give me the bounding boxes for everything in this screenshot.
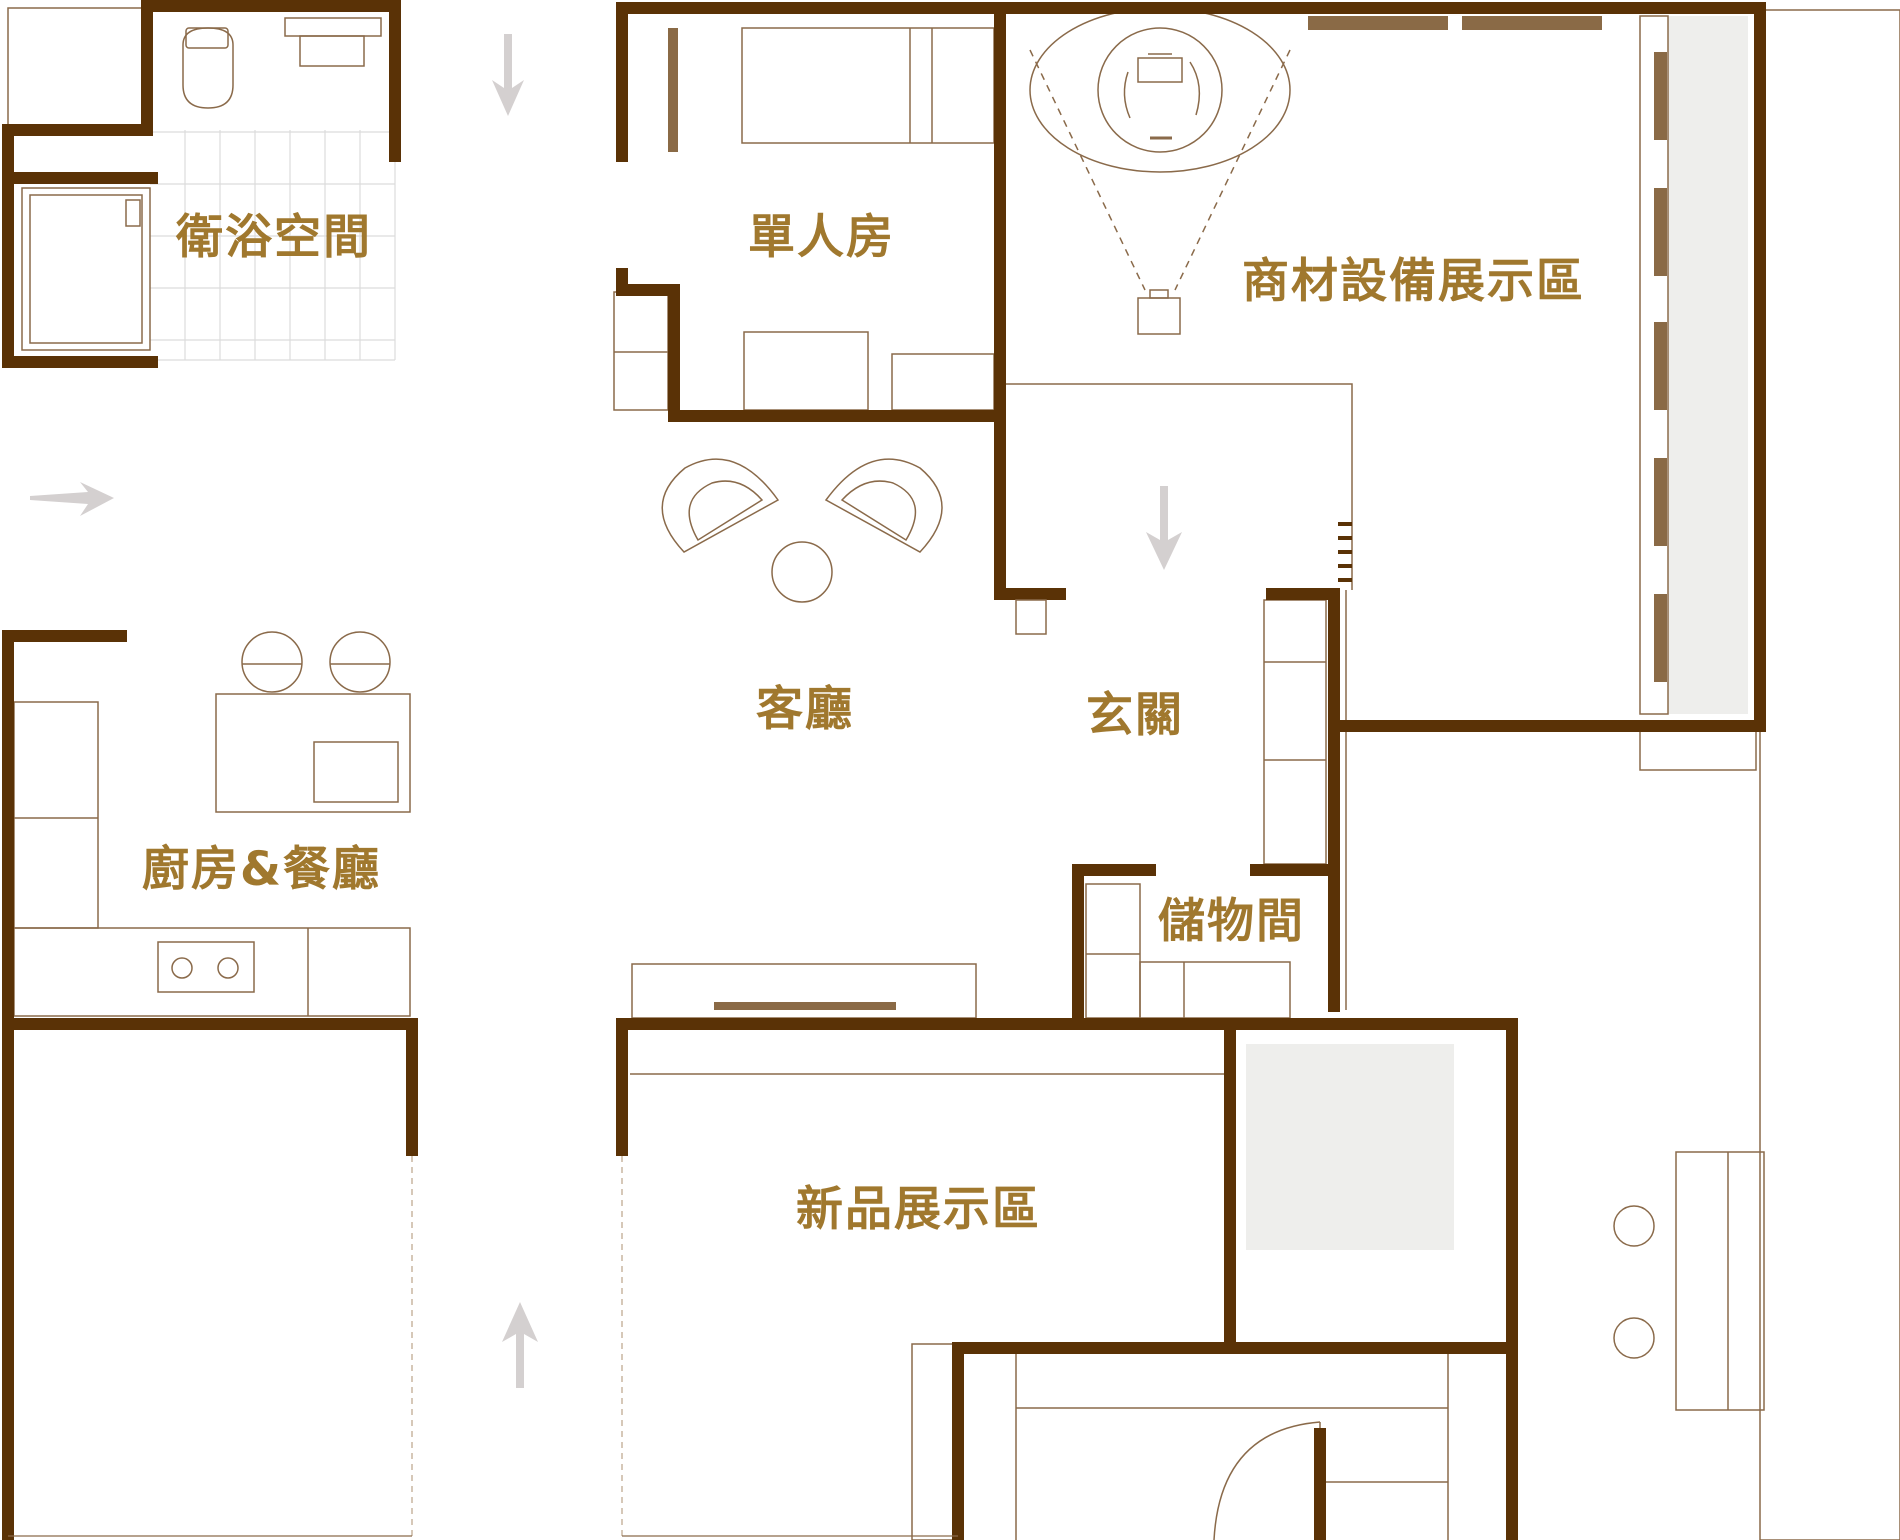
kitchen-walls (2, 630, 418, 1540)
arrow-down-icon (1146, 486, 1182, 570)
new-product-showroom-label: 新品展示區 (796, 1182, 1041, 1237)
new-product-showroom-area (616, 1018, 1518, 1540)
kitchen-dining-label: 廚房&餐廳 (142, 842, 381, 897)
entrance-label: 玄關 (1086, 688, 1184, 743)
equipment-showroom-label: 商材設備展示區 (1242, 254, 1585, 309)
new-showroom-walls (616, 1018, 1518, 1540)
side-table-icon (771, 541, 833, 603)
desk-icon (743, 331, 995, 411)
bathroom-label: 衛浴空間 (176, 210, 372, 265)
living-room-area (661, 458, 1340, 1012)
step-below-showroom (1639, 725, 1757, 771)
ceiling-light-bar (1308, 16, 1448, 30)
display-rail (1639, 15, 1669, 715)
nightstand-icon (613, 291, 669, 411)
ceiling-light-bar (1462, 16, 1602, 30)
armchair-icon (824, 458, 943, 553)
outdoor-seating (1613, 1151, 1765, 1411)
storage-area (1072, 864, 1291, 1020)
entrance-walls (1250, 588, 1340, 1012)
stool-icon (1613, 1205, 1655, 1247)
living-room-label: 客廳 (756, 682, 854, 737)
projection-robot-icon (1029, 7, 1291, 335)
cabinet-icon (13, 701, 99, 929)
storage-shelf-icon (1085, 883, 1141, 1019)
kitchen-area (2, 630, 418, 1540)
storage-shelf-icon (1139, 961, 1291, 1019)
arrow-right-icon (30, 482, 114, 516)
wall-shelf (668, 28, 678, 152)
bathtub-icon (21, 187, 151, 351)
counter-cabinet (911, 1343, 1449, 1540)
tv-console (631, 963, 977, 1019)
equipment-showroom-area (994, 2, 1900, 1540)
open-edge-lines (411, 1156, 623, 1540)
outer-frame-right (1759, 9, 1900, 1540)
bench-icon (1675, 1151, 1765, 1411)
toilet-icon (182, 27, 234, 109)
counter-icon (13, 927, 411, 1017)
arrow-down-icon (492, 34, 524, 116)
display-panel (1246, 1044, 1454, 1250)
single-room-label: 單人房 (748, 210, 895, 265)
tv-icon (714, 1002, 896, 1010)
bathroom-area (2, 0, 401, 368)
vent-icon (1338, 522, 1352, 582)
display-brackets (1654, 52, 1667, 682)
door-swing-icon (1213, 1421, 1321, 1540)
stove-burner-icon (217, 957, 239, 979)
bathroom-walls (2, 0, 401, 368)
entrance-bench (1015, 599, 1047, 635)
showroom-walls (994, 2, 1766, 732)
stool-icon (241, 631, 303, 693)
entrance-shoe-cabinet (1263, 599, 1327, 865)
stove-burner-icon (171, 957, 193, 979)
display-panel (1668, 16, 1748, 714)
storage-label: 儲物間 (1158, 894, 1305, 949)
sink-icon (284, 17, 382, 67)
single-room-area (613, 2, 1006, 422)
inner-partition (1006, 383, 1353, 1010)
bed-icon (741, 27, 995, 144)
storage-walls (1072, 864, 1156, 1020)
bathroom-floor-grid (150, 130, 396, 361)
arrow-up-icon (502, 1302, 538, 1388)
stool-icon (329, 631, 391, 693)
armchair-icon (661, 458, 780, 553)
dining-table-icon (215, 693, 411, 813)
single-room-walls (616, 2, 1006, 422)
stool-icon (1613, 1317, 1655, 1359)
outer-corner-frame (7, 7, 149, 131)
